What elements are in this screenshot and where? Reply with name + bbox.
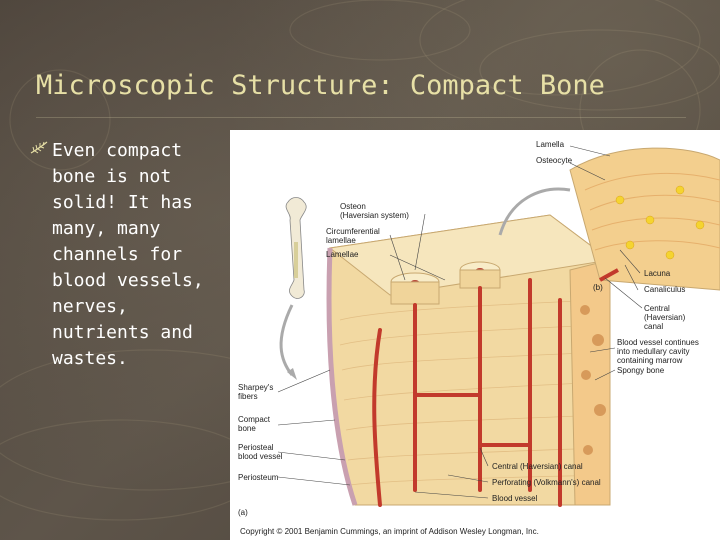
label-periosteal: Periosteal (238, 443, 274, 452)
bullet-list: Even compact bone is not solid! It has m… (30, 138, 230, 372)
label-vessel-continues: Blood vessel continues (617, 338, 699, 347)
label-sharpeys: Sharpey's (238, 383, 273, 392)
label-haversian-system: (Haversian system) (340, 211, 409, 220)
bone-block (326, 214, 612, 507)
panel-b-label: (b) (593, 283, 603, 292)
label-containing-marrow: containing marrow (617, 356, 683, 365)
fern-leaf-icon (30, 141, 48, 154)
title-divider (36, 117, 686, 118)
slide-title: Microscopic Structure: Compact Bone (36, 70, 605, 101)
label-bone: bone (238, 424, 256, 433)
label-periosteum: Periosteum (238, 473, 279, 482)
label-osteon: Osteon (340, 202, 366, 211)
label-central-canal: Central (Haversian) canal (492, 462, 583, 471)
label-lamellae: Lamellae (326, 250, 359, 259)
bone-illustration: Lamella Osteocyte Osteon (Haversian syst… (238, 140, 720, 517)
label-canal: canal (644, 322, 663, 331)
label-compact: Compact (238, 415, 271, 424)
label-central: Central (644, 304, 670, 313)
label-blood-vessel-left: blood vessel (238, 452, 283, 461)
label-perforating-canal: Perforating (Volkmann's) canal (492, 478, 601, 487)
label-lamella: Lamella (536, 140, 565, 149)
osteon-detail-wedge (569, 147, 720, 291)
label-fibers: fibers (238, 392, 258, 401)
label-canaliculus: Canaliculus (644, 285, 685, 294)
label-medullary-cavity: into medullary cavity (617, 347, 689, 356)
compact-bone-diagram: Lamella Osteocyte Osteon (Haversian syst… (230, 130, 720, 540)
copyright-notice: Copyright © 2001 Benjamin Cummings, an i… (240, 527, 539, 536)
label-circumferential: Circumferential (326, 227, 380, 236)
label-lacuna: Lacuna (644, 269, 671, 278)
bullet-text: Even compact bone is not solid! It has m… (52, 140, 204, 369)
long-bone-icon (285, 197, 307, 299)
label-haversian: (Haversian) (644, 313, 686, 322)
panel-a-label: (a) (238, 508, 248, 517)
zoom-arrow-icon (279, 304, 294, 376)
label-blood-vessel-bottom: Blood vessel (492, 494, 538, 503)
detail-arrow-icon (498, 187, 571, 236)
label-circumferential-lamellae: lamellae (326, 236, 356, 245)
label-osteocyte: Osteocyte (536, 156, 573, 165)
label-spongy-bone: Spongy bone (617, 366, 665, 375)
